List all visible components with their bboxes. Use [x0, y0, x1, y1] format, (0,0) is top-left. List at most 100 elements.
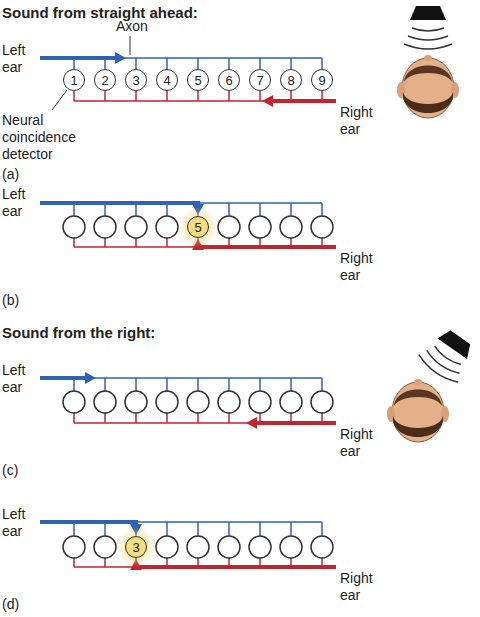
- coincidence-detector: [311, 536, 333, 558]
- axon-branch: [73, 413, 75, 423]
- coincidence-detector: 9: [311, 69, 333, 91]
- coincidence-detector: [218, 391, 240, 413]
- detector-number: 3: [132, 74, 139, 87]
- axon-branch: [135, 378, 137, 391]
- coincidence-detector: 8: [280, 69, 302, 91]
- axon-branch: [197, 413, 199, 423]
- glow: [116, 527, 156, 567]
- axon-branch: [73, 522, 75, 536]
- arrowhead: [115, 52, 126, 64]
- detector-number: 7: [256, 74, 263, 87]
- axon-branch: [166, 413, 168, 423]
- listener-head: [387, 379, 449, 442]
- coincidence-detector: [218, 536, 240, 558]
- coincidence-detector: 2: [94, 69, 116, 91]
- part-label: Right ear: [340, 250, 390, 284]
- coincidence-detector: [311, 391, 333, 413]
- part-label: Right ear: [340, 570, 390, 604]
- coincidence-detector: [94, 216, 116, 238]
- axon-branch: [321, 203, 323, 216]
- axon-branch: [135, 58, 137, 69]
- axon-branch: [321, 58, 323, 69]
- speaker: [416, 323, 480, 386]
- detector-number: 5: [194, 74, 201, 87]
- glow: [178, 207, 218, 247]
- signal-arrow: [270, 99, 336, 103]
- coincidence-detector: [249, 391, 271, 413]
- axon-branch: [197, 91, 199, 101]
- part-label: Left ear: [2, 186, 42, 220]
- axon-branch: [73, 558, 75, 567]
- section-heading: Sound from the right:: [2, 324, 155, 341]
- speaker: [404, 6, 452, 49]
- axon-branch: [197, 522, 199, 536]
- axon-branch: [166, 58, 168, 69]
- coincidence-detector: 3: [125, 536, 147, 558]
- coincidence-detector: [63, 391, 85, 413]
- axon-branch: [290, 522, 292, 536]
- axon-branch: [197, 378, 199, 391]
- axon-branch: [166, 378, 168, 391]
- coincidence-detector: [125, 216, 147, 238]
- coincidence-detector: [156, 536, 178, 558]
- coincidence-detector: 6: [218, 69, 240, 91]
- part-label: Left ear: [2, 42, 42, 76]
- coincidence-detector: [125, 391, 147, 413]
- part-label: (d): [2, 596, 19, 613]
- coincidence-detector: [156, 216, 178, 238]
- axon-branch: [166, 91, 168, 101]
- axon-branch: [104, 413, 106, 423]
- axon-branch: [166, 238, 168, 247]
- coincidence-detector: [280, 216, 302, 238]
- axon-branch: [228, 413, 230, 423]
- axon-branch: [73, 91, 75, 101]
- coincidence-detector: [94, 536, 116, 558]
- leader-line: [52, 90, 67, 110]
- coincidence-detector: 1: [63, 69, 85, 91]
- coincidence-detector: [63, 216, 85, 238]
- axon-branch: [259, 378, 261, 391]
- coincidence-detector: [249, 216, 271, 238]
- signal-arrow: [40, 203, 198, 207]
- axon-branch: [290, 58, 292, 69]
- coincidence-detector: 4: [156, 69, 178, 91]
- signal-arrow: [40, 376, 88, 380]
- axon-branch: [259, 91, 261, 101]
- axon-branch: [104, 522, 106, 536]
- axon-branch: [228, 91, 230, 101]
- detector-number: 6: [225, 74, 232, 87]
- detector-number: 2: [101, 74, 108, 87]
- signal-arrow: [136, 565, 336, 569]
- coincidence-detector: [218, 216, 240, 238]
- axon-branch: [104, 91, 106, 101]
- axon-branch: [228, 378, 230, 391]
- coincidence-detector: [156, 391, 178, 413]
- part-label: Neural coincidence detector: [2, 112, 86, 163]
- coincidence-detector: 3: [125, 69, 147, 91]
- leader-line: [130, 36, 131, 55]
- axon-branch: [259, 203, 261, 216]
- axon-branch: [197, 58, 199, 69]
- axon-branch: [228, 522, 230, 536]
- listener-head: [397, 55, 459, 118]
- coincidence-detector: 5: [187, 216, 209, 238]
- signal-arrow: [254, 421, 336, 425]
- coincidence-detector: [187, 536, 209, 558]
- axon-branch: [166, 522, 168, 536]
- axon-branch: [259, 58, 261, 69]
- axon-branch: [259, 522, 261, 536]
- detector-number: 1: [70, 74, 77, 87]
- axon-branch: [228, 58, 230, 69]
- coincidence-detector: [94, 391, 116, 413]
- part-label: Left ear: [2, 506, 42, 540]
- axon-branch: [135, 238, 137, 247]
- axon-branch: [321, 378, 323, 391]
- part-label: Axon: [116, 18, 148, 35]
- axon-branch: [104, 558, 106, 567]
- axon-branch: [104, 378, 106, 391]
- coincidence-detector: [280, 536, 302, 558]
- axon-branch: [135, 91, 137, 101]
- detector-number: 9: [318, 74, 325, 87]
- axon-branch: [321, 522, 323, 536]
